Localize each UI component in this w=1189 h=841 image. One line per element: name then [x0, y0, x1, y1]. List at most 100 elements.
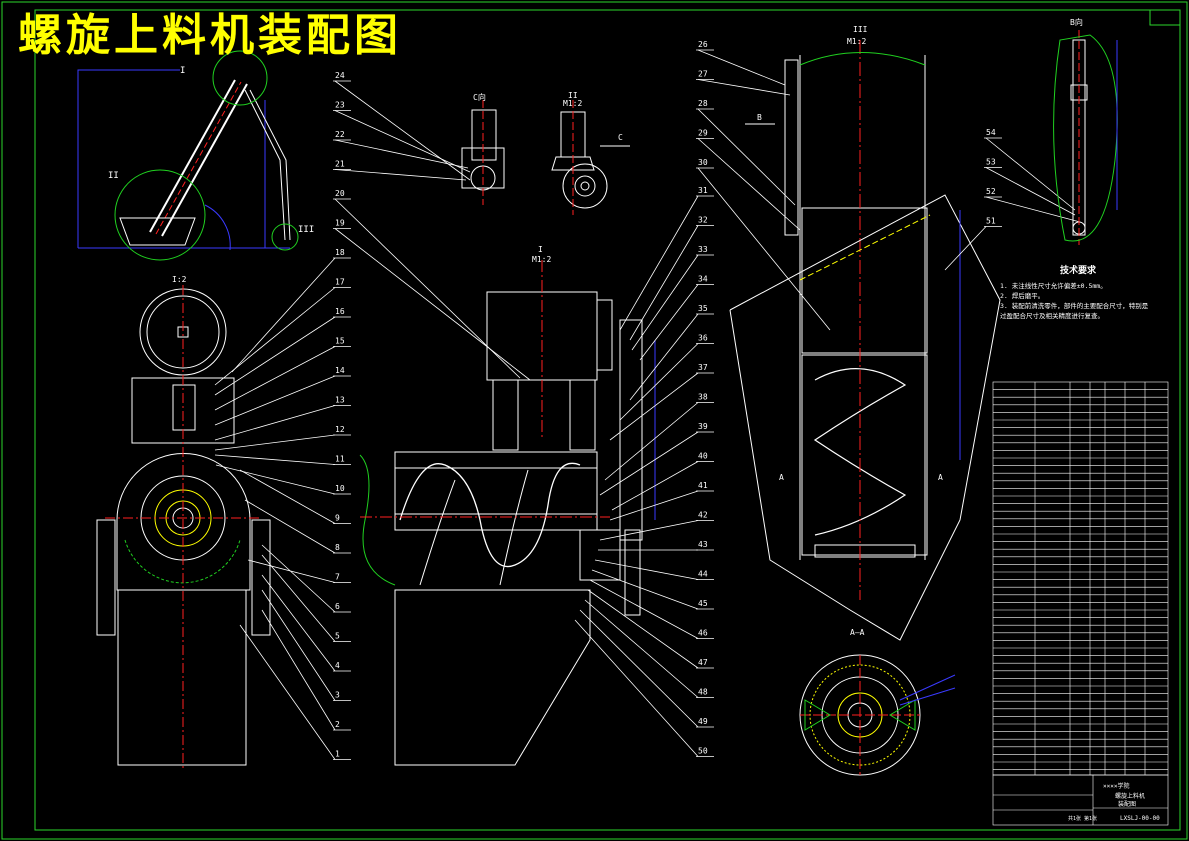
arrow-B-label: B [757, 113, 762, 122]
c-view [461, 100, 505, 205]
left-balloon: 21 [335, 160, 345, 169]
tech-req-heading: 技术要求 [1060, 264, 1097, 276]
mid-balloon: 50 [698, 747, 708, 756]
left-balloon: 18 [335, 248, 345, 257]
detail-II-label: II [568, 91, 578, 100]
mid-leader [629, 225, 699, 341]
left-balloon: 6 [335, 602, 340, 611]
aa-section-label: A—A [850, 628, 865, 637]
mid-leader [631, 254, 699, 351]
detail-II-mark-overview: II [108, 171, 119, 181]
mid-leader [609, 490, 699, 521]
mid-leader [619, 343, 699, 421]
left-leader [244, 499, 336, 554]
detail-I-mark-overview: I [180, 66, 185, 76]
mid-balloon: 41 [698, 481, 708, 490]
front-view [394, 291, 643, 766]
left-balloon: 5 [335, 632, 340, 641]
left-leader [334, 139, 469, 169]
left-balloon: 19 [335, 219, 345, 228]
left-leaders [214, 80, 531, 760]
left-leader [239, 624, 336, 760]
left-balloon: 1 [335, 750, 340, 759]
left-balloon: 23 [335, 101, 345, 110]
parts-list [992, 381, 1169, 776]
detail-I-scale: M1:2 [532, 255, 551, 264]
left-leader [334, 110, 471, 173]
detail-II-view [551, 100, 608, 215]
mid-balloon: 37 [698, 363, 708, 372]
right-balloon: 26 [698, 40, 708, 49]
left-leader [215, 464, 336, 495]
left-balloon: 10 [335, 484, 345, 493]
left-leader [214, 454, 336, 465]
right-balloon: 29 [698, 129, 708, 138]
title-block-name-1: 螺旋上料机 [1115, 792, 1145, 800]
left-leader [214, 405, 336, 441]
detail-III-label: III [853, 25, 868, 34]
detail-III-boundary [729, 194, 1001, 641]
right-leader [697, 138, 801, 231]
detail-II-scale: M1:2 [563, 99, 582, 108]
left-balloon: 9 [335, 514, 340, 523]
left-balloon: 4 [335, 661, 340, 670]
left-leader [261, 609, 336, 731]
right-leader [697, 167, 831, 331]
left-balloon: 8 [335, 543, 340, 552]
mid-leader [579, 609, 699, 728]
drawing-title: 螺旋上料机装配图 [18, 10, 402, 61]
right-leader [697, 49, 786, 86]
right-balloon: 28 [698, 99, 708, 108]
front-view-screw-flight-2 [419, 469, 529, 586]
left-balloon: 15 [335, 337, 345, 346]
arrow-A1-label: A [779, 473, 784, 482]
left-leader [261, 554, 336, 642]
right-leaders [696, 49, 1081, 331]
mid-leader [604, 402, 699, 481]
left-balloon: 3 [335, 691, 340, 700]
b-view-label: B向 [1070, 17, 1083, 27]
mid-leader [591, 569, 699, 610]
mid-leader [639, 284, 699, 361]
title-block-number: LXSLJ-00-00 [1120, 815, 1160, 822]
left-leader [239, 469, 336, 524]
mid-leader [599, 520, 699, 541]
mid-balloon: 47 [698, 658, 708, 667]
mid-leader [611, 461, 699, 511]
detail-III-break-contour [799, 52, 926, 66]
rightb-balloon: 53 [986, 158, 996, 167]
left-balloon: 22 [335, 130, 345, 139]
detail-III-screw [813, 368, 907, 536]
detail-III-scale: M1:2 [847, 37, 866, 46]
left-leader [261, 574, 336, 672]
tech-req-item-4: 过盈配合尺寸及相关精度进行复查。 [1000, 311, 1104, 320]
mid-balloon: 45 [698, 599, 708, 608]
tech-req-item-2: 2. 焊后磨平。 [1000, 291, 1044, 300]
rightb-balloon: 54 [986, 128, 996, 137]
mid-balloon: 48 [698, 688, 708, 697]
tech-req-item-3: 3. 装配前清洗零件，部件的主要配合尺寸，特别是 [1000, 301, 1149, 310]
mid-balloon: 46 [698, 629, 708, 638]
middle-leaders [574, 195, 714, 757]
left-balloon: 2 [335, 720, 340, 729]
left-balloon: 17 [335, 278, 345, 287]
mid-leader [609, 372, 699, 441]
left-leader [334, 169, 467, 181]
corner-box [1149, 9, 1181, 26]
right-balloon: 27 [698, 70, 708, 79]
mid-balloon: 35 [698, 304, 708, 313]
mid-balloon: 42 [698, 511, 708, 520]
right-leader [697, 79, 791, 96]
b-view [1053, 30, 1118, 245]
mid-balloon: 38 [698, 393, 708, 402]
detail-III-yellow-contour [799, 214, 931, 281]
left-leader [214, 316, 336, 396]
left-leader [214, 346, 336, 411]
mid-leader [599, 431, 699, 496]
mid-balloon: 34 [698, 275, 708, 284]
parts-list-border [992, 381, 1169, 776]
left-balloon: 20 [335, 189, 345, 198]
